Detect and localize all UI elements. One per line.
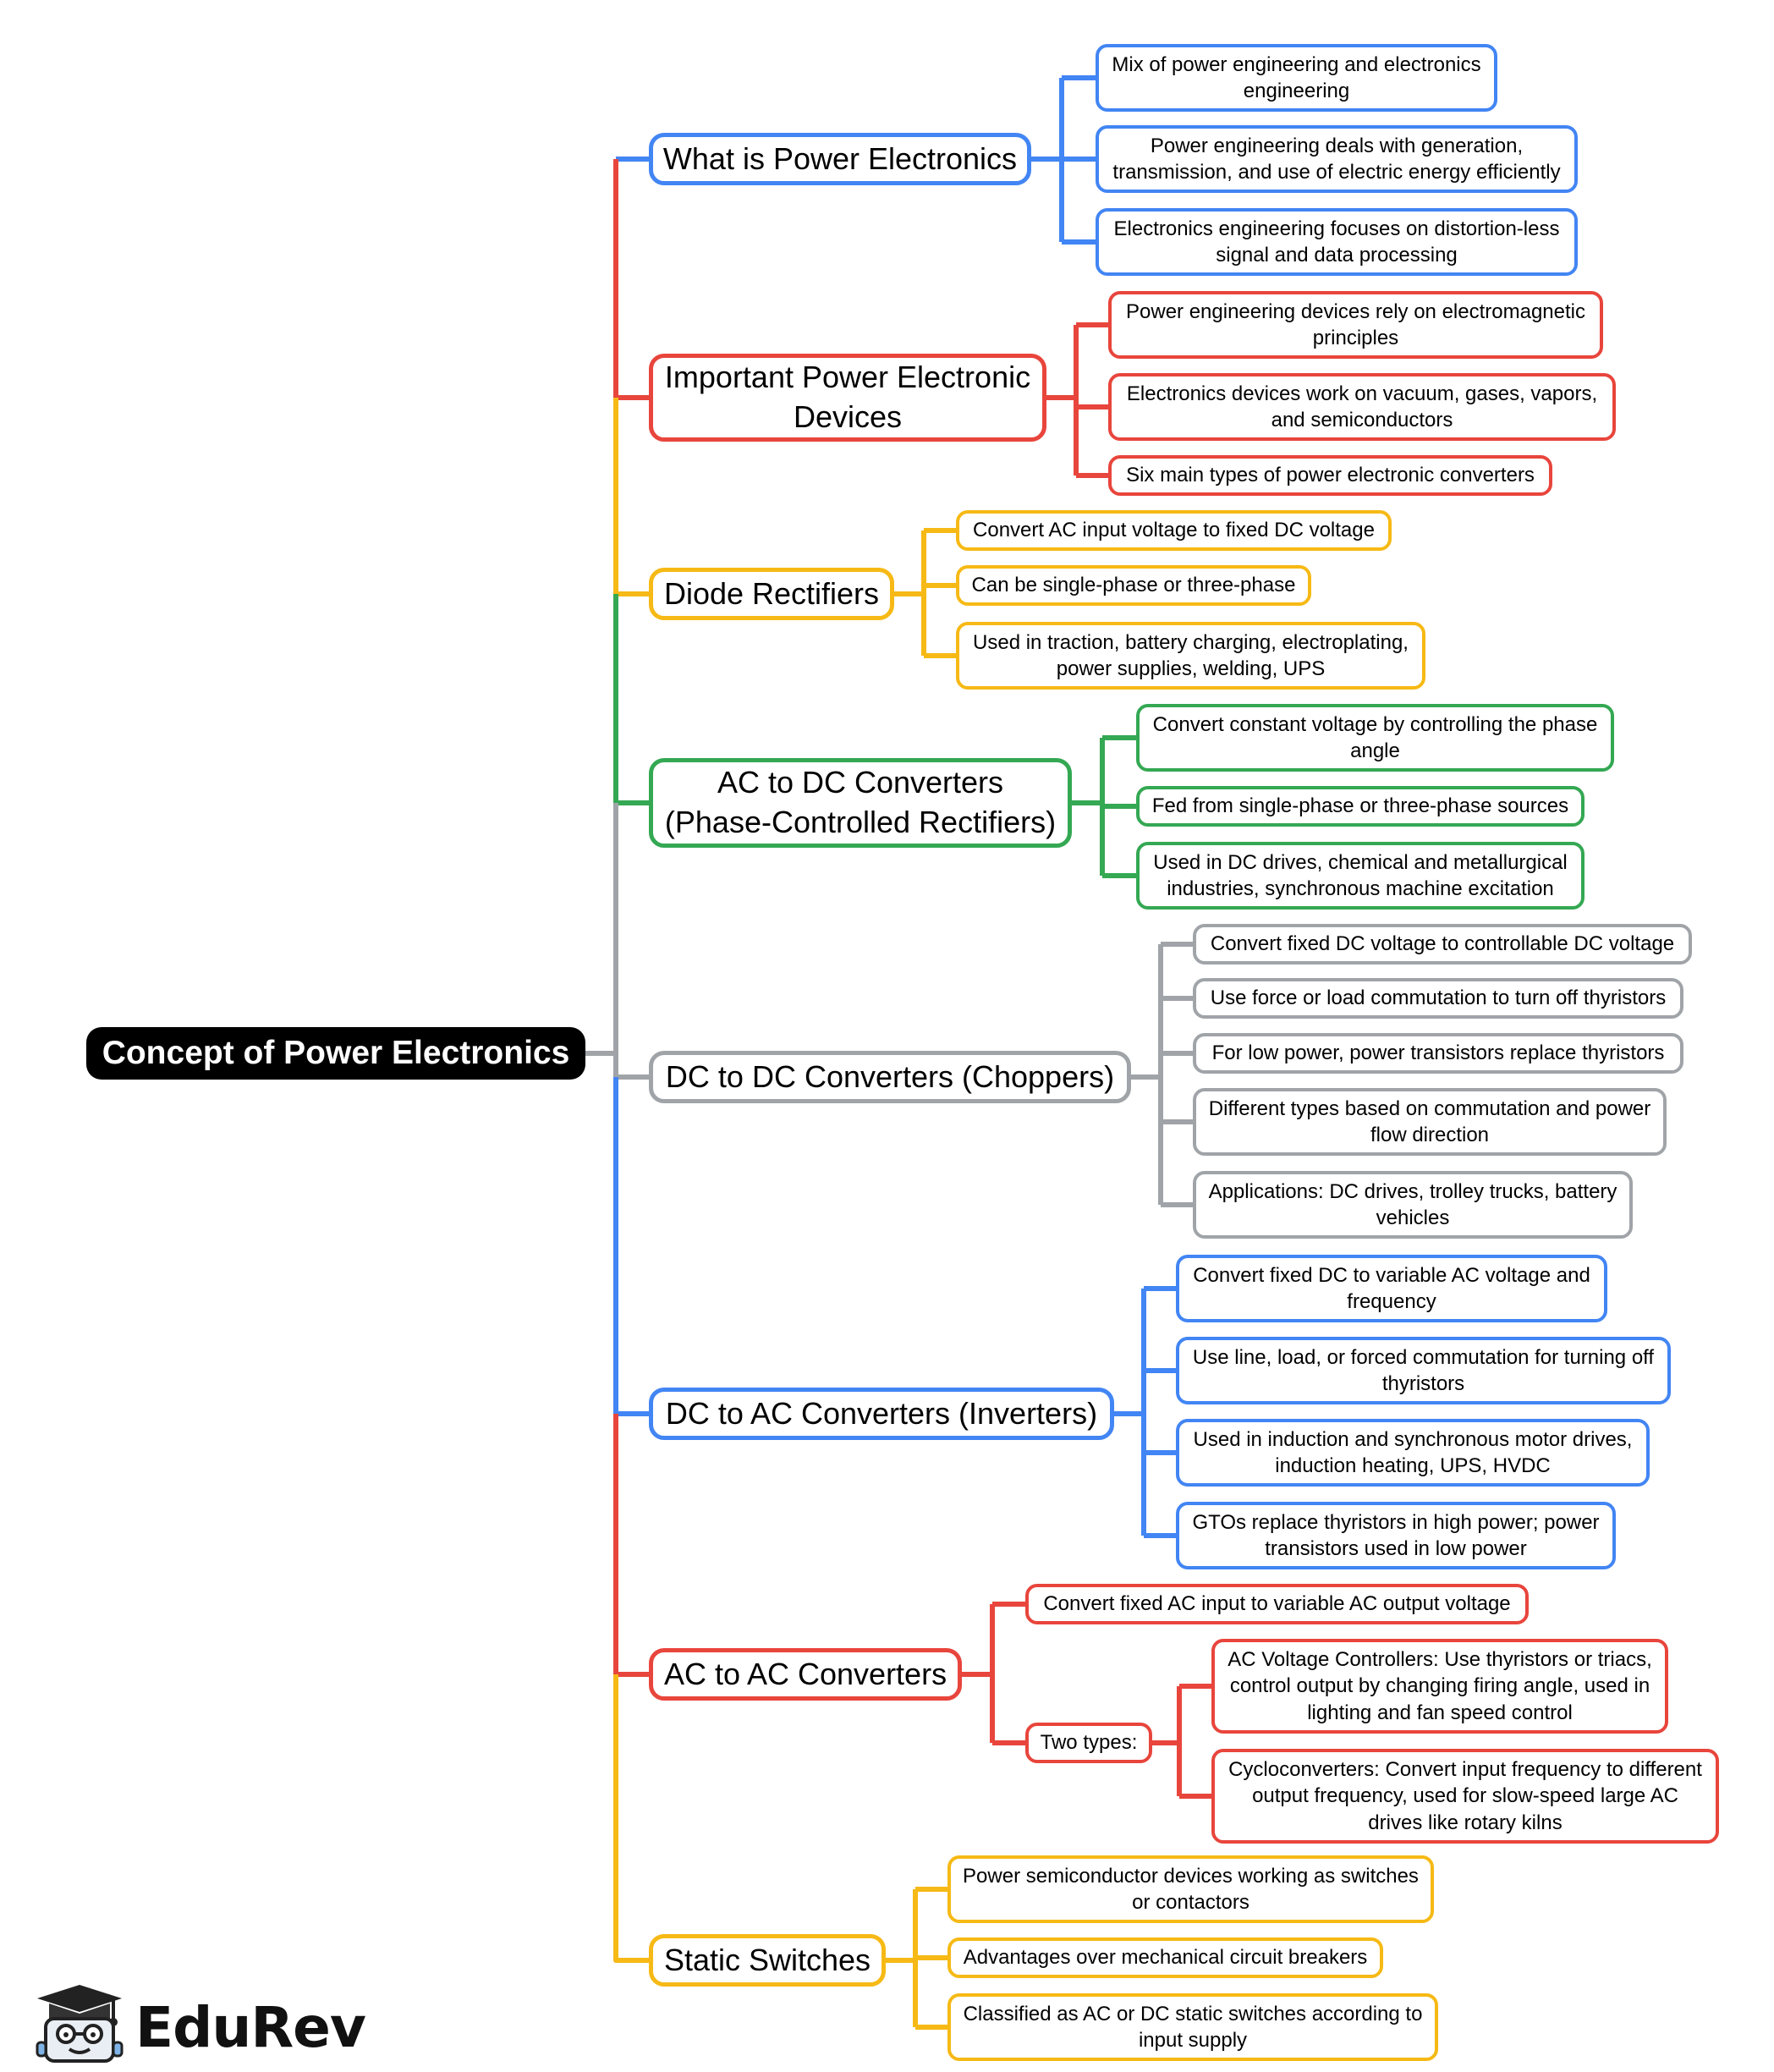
leaf-node-power-semiconductor-devices-working-as-s: Power semiconductor devices working as s…	[947, 1855, 1434, 1923]
leaf-node-different-types-based-on-commutation-and: Different types based on commutation and…	[1193, 1088, 1667, 1156]
branch-node-what-is-power-electronics: What is Power Electronics	[649, 133, 1031, 185]
trunk-segment-static-switches	[613, 1674, 649, 1963]
leaf-node-use-line-load-or-forced-commutation-for-: Use line, load, or forced commutation fo…	[1176, 1337, 1671, 1404]
branch-node-ac-to-dc-converters-phase-controlled-rec: AC to DC Converters (Phase-Controlled Re…	[649, 758, 1072, 848]
leaf-node-gtos-replace-thyristors-in-high-power-po: GTOs replace thyristors in high power; p…	[1176, 1502, 1616, 1569]
branch-node-diode-rectifiers: Diode Rectifiers	[649, 568, 894, 620]
leaf-node-fed-from-single-phase-or-three-phase-sou: Fed from single-phase or three-phase sou…	[1136, 786, 1585, 827]
leaf-node-power-engineering-deals-with-generation-: Power engineering deals with generation,…	[1096, 125, 1578, 193]
leaf-node-for-low-power-power-transistors-replace-: For low power, power transistors replace…	[1193, 1033, 1683, 1074]
leaf-node-used-in-induction-and-synchronous-motor-: Used in induction and synchronous motor …	[1176, 1419, 1650, 1487]
sub-leaf-node-ac-voltage-controllers-use-thyristors-or: AC Voltage Controllers: Use thyristors o…	[1211, 1639, 1668, 1734]
branch-node-dc-to-dc-converters-choppers: DC to DC Converters (Choppers)	[649, 1051, 1131, 1103]
leaf-node-two-types: Two types:	[1025, 1723, 1152, 1763]
branch-node-static-switches: Static Switches	[649, 1934, 886, 1987]
root-node: Concept of Power Electronics	[86, 1027, 585, 1080]
brand-name: EduRev	[135, 1995, 366, 2060]
leaf-node-power-engineering-devices-rely-on-electr: Power engineering devices rely on electr…	[1108, 291, 1603, 359]
branch-node-important-power-electronic-devices: Important Power Electronic Devices	[649, 354, 1046, 442]
sub-leaf-node-cycloconverters-convert-input-frequency-: Cycloconverters: Convert input frequency…	[1211, 1749, 1719, 1844]
leaf-node-convert-fixed-dc-voltage-to-controllable: Convert fixed DC voltage to controllable…	[1193, 924, 1692, 965]
leaf-node-convert-fixed-ac-input-to-variable-ac-ou: Convert fixed AC input to variable AC ou…	[1025, 1584, 1529, 1624]
branch-node-dc-to-ac-converters-inverters: DC to AC Converters (Inverters)	[649, 1388, 1114, 1440]
leaf-node-convert-constant-voltage-by-controlling-: Convert constant voltage by controlling …	[1136, 704, 1614, 772]
leaf-node-can-be-single-phase-or-three-phase: Can be single-phase or three-phase	[956, 565, 1311, 606]
leaf-node-use-force-or-load-commutation-to-turn-of: Use force or load commutation to turn of…	[1193, 978, 1683, 1019]
branch-node-ac-to-ac-converters: AC to AC Converters	[649, 1648, 962, 1701]
leaf-node-used-in-dc-drives-chemical-and-metallurg: Used in DC drives, chemical and metallur…	[1136, 842, 1585, 910]
leaf-node-electronics-engineering-focuses-on-disto: Electronics engineering focuses on disto…	[1096, 208, 1578, 276]
edurev-logo: EduRev	[30, 1980, 369, 2064]
leaf-node-mix-of-power-engineering-and-electronics: Mix of power engineering and electronics…	[1096, 44, 1497, 112]
leaf-node-convert-ac-input-voltage-to-fixed-dc-vol: Convert AC input voltage to fixed DC vol…	[956, 510, 1392, 551]
graduation-cap-student-icon	[36, 1985, 124, 2063]
leaf-node-convert-fixed-dc-to-variable-ac-voltage-: Convert fixed DC to variable AC voltage …	[1176, 1255, 1607, 1322]
leaf-node-applications-dc-drives-trolley-trucks-ba: Applications: DC drives, trolley trucks,…	[1193, 1171, 1633, 1239]
leaf-node-electronics-devices-work-on-vacuum-gases: Electronics devices work on vacuum, gase…	[1108, 373, 1616, 441]
leaf-node-used-in-traction-battery-charging-electr: Used in traction, battery charging, elec…	[956, 622, 1425, 690]
leaf-node-classified-as-ac-or-dc-static-switches-a: Classified as AC or DC static switches a…	[947, 1993, 1438, 2061]
leaf-node-advantages-over-mechanical-circuit-break: Advantages over mechanical circuit break…	[947, 1937, 1383, 1978]
leaf-node-six-main-types-of-power-electronic-conve: Six main types of power electronic conve…	[1108, 455, 1552, 496]
